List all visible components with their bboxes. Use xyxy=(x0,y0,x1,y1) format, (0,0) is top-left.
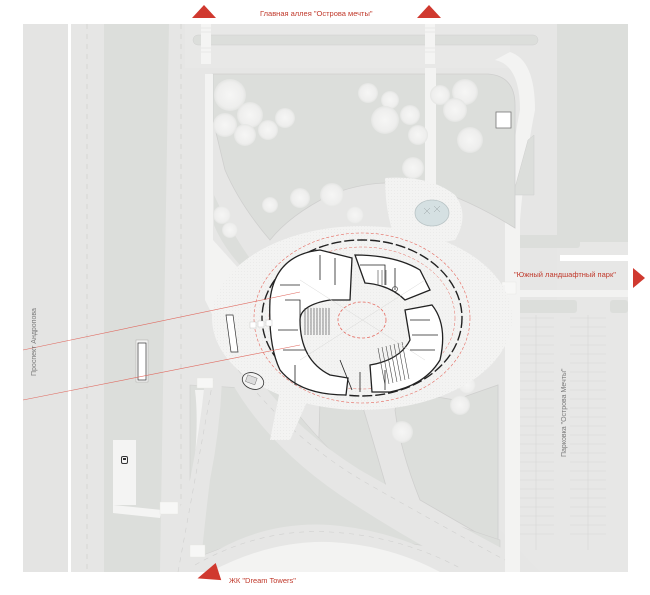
avenue-divider xyxy=(68,24,71,572)
label-dream-towers: ЖК "Dream Towers" xyxy=(229,576,296,585)
label-main-alley: Главная аллея "Острова мечты" xyxy=(260,9,373,18)
outer-ring xyxy=(261,239,463,397)
avenue-lanes-west xyxy=(71,24,104,572)
building-west xyxy=(269,249,353,396)
kiosk xyxy=(495,111,512,129)
canopy xyxy=(225,314,239,353)
label-south-park: "Южный ландшафтный парк" xyxy=(514,270,616,279)
arrow-north-right[interactable] xyxy=(417,5,441,18)
building-partitions xyxy=(278,255,438,392)
promenade-bed xyxy=(192,34,539,46)
label-andropov-avenue: Проспект Андропова xyxy=(31,308,38,376)
bus-icon xyxy=(121,456,128,464)
arrow-north-left[interactable] xyxy=(192,5,216,18)
sightlines xyxy=(22,291,301,401)
arrow-east[interactable] xyxy=(633,268,645,288)
label-parking: Парковка "Острова Мечты" xyxy=(561,368,568,457)
trees xyxy=(213,79,483,238)
shelter xyxy=(137,342,147,381)
central-stage xyxy=(337,301,387,339)
pond xyxy=(414,199,450,227)
parking-lawn xyxy=(557,24,628,242)
bus-stop-platform xyxy=(113,440,136,505)
building-east xyxy=(369,304,444,393)
sidewalk-west xyxy=(23,24,68,572)
